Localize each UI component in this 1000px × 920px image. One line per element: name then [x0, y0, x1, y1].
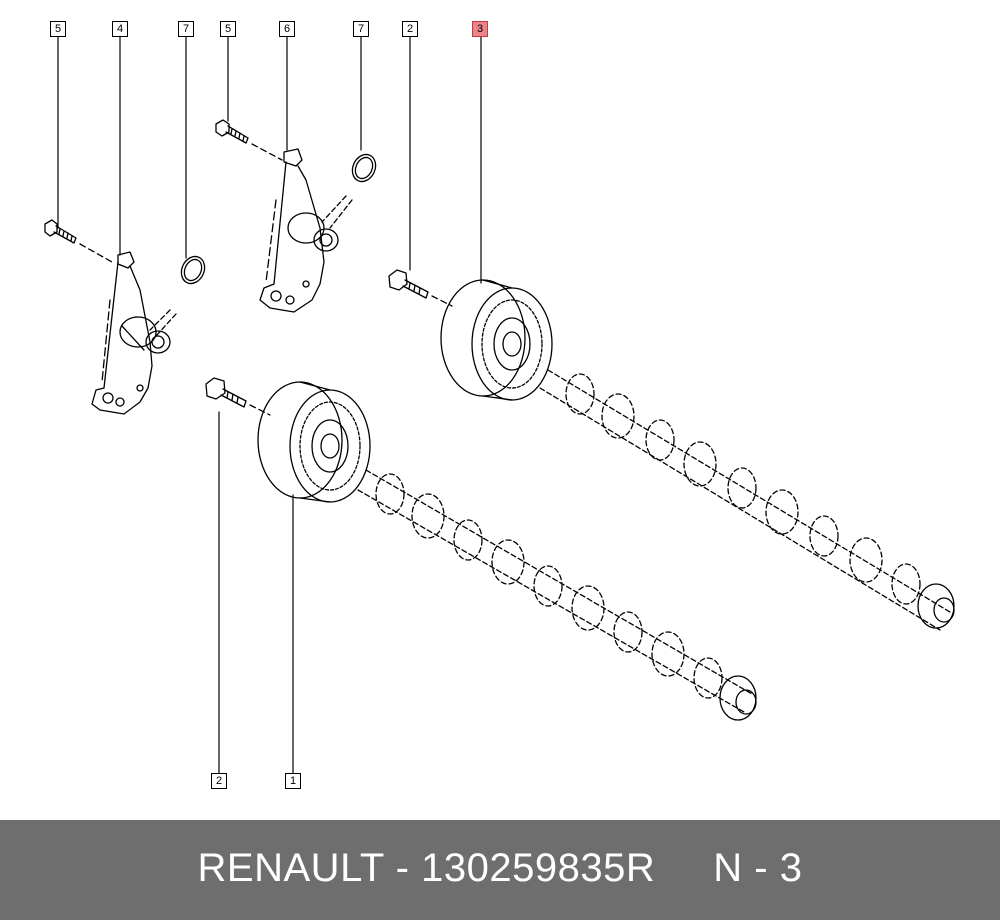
- callout-5-middle: 5: [220, 21, 236, 37]
- leader-lines: [57, 36, 482, 774]
- callout-2-lower: 2: [211, 773, 227, 789]
- camshaft-gear-1: [257, 381, 371, 503]
- callout-1: 1: [285, 773, 301, 789]
- callout-4: 4: [112, 21, 128, 37]
- camshaft-upper-end: [917, 583, 955, 629]
- bolt-2-upper: [388, 269, 453, 307]
- camshaft-lower: [357, 469, 753, 713]
- callout-6: 6: [279, 21, 295, 37]
- footer-bar: RENAULT - 130259835R N - 3: [0, 820, 1000, 920]
- exploded-parts-diagram: [44, 36, 955, 774]
- callout-2-upper: 2: [402, 21, 418, 37]
- callout-7-middle: 7: [353, 21, 369, 37]
- part-reference-text: RENAULT - 130259835R N - 3: [197, 846, 803, 890]
- bolt-5-middle: [215, 119, 283, 161]
- camshaft-upper: [539, 369, 951, 631]
- callout-5-left: 5: [50, 21, 66, 37]
- bracket-4-assembly: [91, 251, 206, 415]
- camshaft-lower-end: [719, 675, 757, 721]
- callout-7-left: 7: [178, 21, 194, 37]
- camshaft-gear-3: [440, 279, 553, 401]
- callout-3-highlighted: 3: [472, 21, 488, 37]
- bolt-5-left: [44, 219, 113, 263]
- bracket-6-assembly: [259, 148, 377, 313]
- bolt-2-lower: [205, 377, 271, 416]
